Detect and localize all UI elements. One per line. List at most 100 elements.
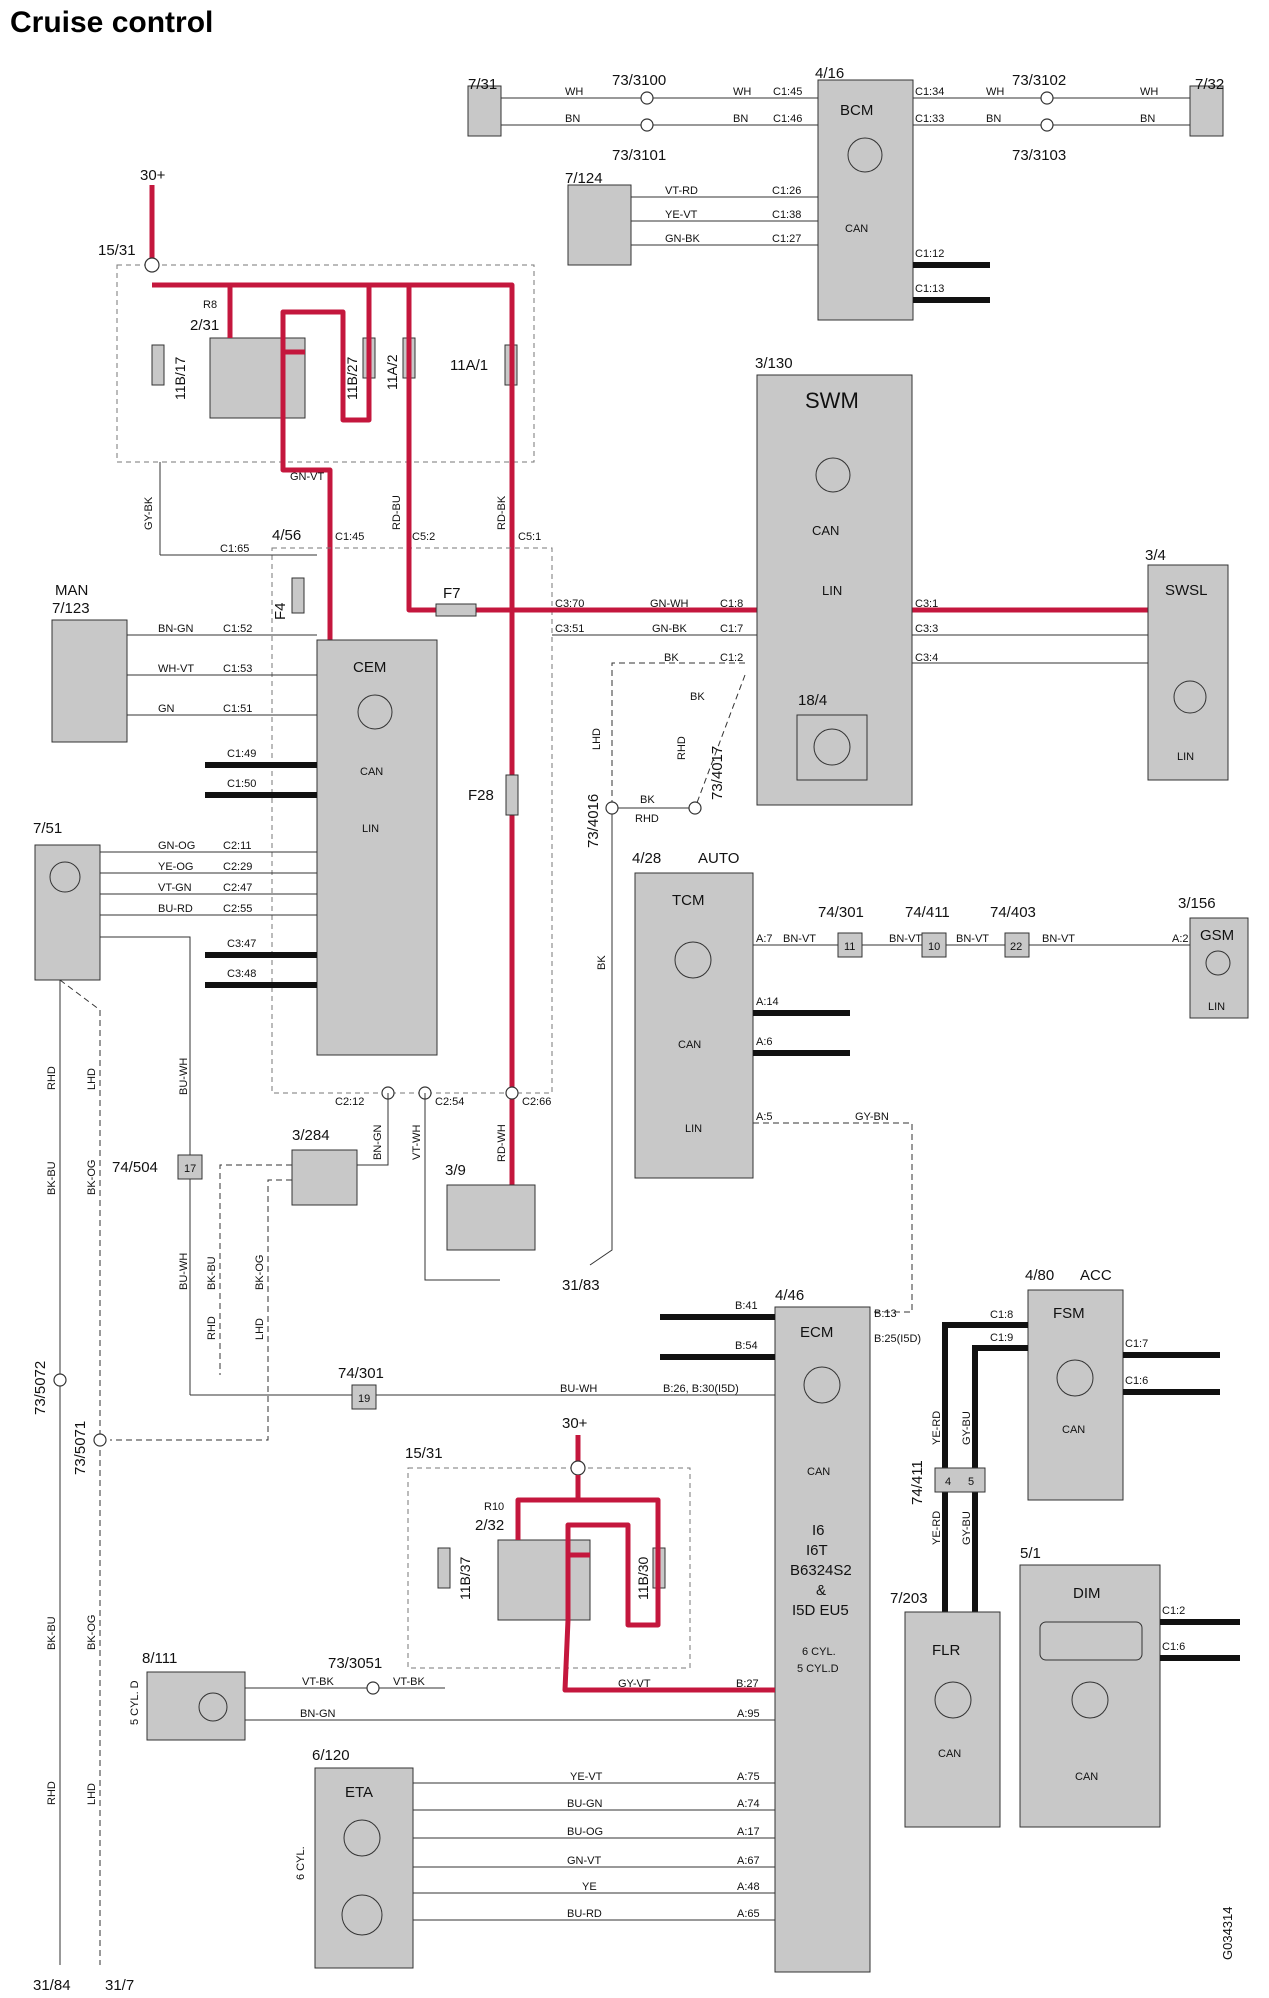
connector-411-box [934, 1467, 986, 1493]
fuse-f28 [505, 774, 519, 816]
relay-box-top [116, 264, 535, 463]
wire-label-ye-rd-1: YE-RD [931, 1411, 943, 1445]
wire-label-bk-4: BK [596, 955, 608, 970]
wire-label-rhd-5: RHD [46, 1781, 58, 1805]
splice-3103-id: 73/3103 [1012, 147, 1066, 164]
sensor-left-box [467, 85, 502, 137]
pin-c348: C3:48 [227, 968, 256, 980]
swm-id: 3/130 [755, 355, 793, 372]
connector-403-pin: 22 [1010, 941, 1022, 953]
bus-fsm-c18 [942, 1322, 1028, 1620]
red-relay-bottom-coil [565, 1497, 661, 1628]
swm-sub-id: 18/4 [798, 692, 827, 709]
wire-label-wh-1: WH [565, 86, 583, 98]
ecm-engine-3: & [816, 1582, 826, 1599]
pin-fsm-c16: C1:6 [1125, 1375, 1148, 1387]
pin-a48: A:48 [737, 1881, 760, 1893]
wire-label-gn-og: GN-OG [158, 840, 195, 852]
splice-5071-icon [93, 1433, 107, 1447]
wire-label-gy-vt: GY-VT [618, 1678, 651, 1690]
cem-box [316, 639, 438, 1056]
pin-c347: C3:47 [227, 938, 256, 950]
pin-b41: B:41 [735, 1300, 758, 1312]
pin-c266: C2:66 [522, 1096, 551, 1108]
wire-label-rd-wh: RD-WH [496, 1124, 508, 1162]
cem-dashed-box [271, 547, 553, 1094]
pedal-box [34, 844, 101, 981]
pin-c145b: C1:45 [335, 531, 364, 543]
connector-411-top-pin: 10 [928, 941, 940, 953]
wire-label-gn: GN [158, 703, 175, 715]
pedal-id: 7/51 [33, 820, 62, 837]
pin-c153: C1:53 [223, 663, 252, 675]
pin-a5: A:5 [756, 1111, 773, 1123]
dim-display-icon [1039, 1621, 1143, 1661]
connector-504-id: 74/504 [112, 1159, 158, 1176]
connector-301-top [837, 932, 863, 958]
pin-c149: C1:49 [227, 748, 256, 760]
wire-label-bn-vt-2: BN-VT [889, 933, 922, 945]
pin-c370: C3:70 [555, 598, 584, 610]
wire-label-gy-bu-1: GY-BU [961, 1411, 973, 1445]
wire-label-ye-vt: YE-VT [665, 209, 698, 221]
bus-fsm-c19 [972, 1345, 1028, 1620]
wire-label-bn-vt-1: BN-VT [783, 933, 816, 945]
bcm-bus-label: CAN [845, 223, 868, 235]
pin-b26: B:26, B:30(I5D) [663, 1383, 739, 1395]
pin-c165: C1:65 [220, 543, 249, 555]
pin-c229: C2:29 [223, 861, 252, 873]
swm-bus-can: CAN [812, 523, 839, 538]
switch-39-id: 3/9 [445, 1162, 466, 1179]
flr-transistor-icon [934, 1681, 972, 1719]
pin-dim-c16: C1:6 [1162, 1641, 1185, 1653]
pin-c138: C1:38 [772, 209, 801, 221]
ecm-engine-0: I6 [812, 1522, 825, 1539]
pin-b13: B:13 [874, 1308, 897, 1320]
pin-dim-c12: C1:2 [1162, 1605, 1185, 1617]
ecm-cyl-1: 5 CYL.D [797, 1663, 839, 1675]
dash-lhd-bk [611, 662, 745, 808]
swsl-id: 3/4 [1145, 547, 1166, 564]
ground-83-id: 31/83 [562, 1277, 600, 1294]
pin-a7: A:7 [756, 933, 773, 945]
wire-label-bu-gn: BU-GN [567, 1798, 603, 1810]
relay-bottom-id: 2/32 [475, 1517, 504, 1534]
swsl-transistor-icon [1173, 680, 1207, 714]
wire-label-wh-3: WH [986, 86, 1004, 98]
pin-c34: C3:4 [915, 652, 938, 664]
wire-label-bk-og-3: BK-OG [86, 1615, 98, 1650]
wire-label-bk-bu: BK-BU [46, 1161, 58, 1195]
pin-c150: C1:50 [227, 778, 256, 790]
splice-5071-id: 73/5071 [72, 1421, 89, 1475]
gsm-box [1189, 917, 1249, 1019]
wire-bu-wh [100, 936, 191, 1395]
pin-a14: A:14 [756, 996, 779, 1008]
wire-label-bu-wh-2: BU-WH [178, 1253, 190, 1290]
sensor-left-id: 7/31 [468, 76, 497, 93]
wire-label-gn-bk-2: GN-BK [652, 623, 688, 635]
man-label: MAN [55, 582, 88, 599]
splice-4017-id: 73/4017 [709, 746, 726, 800]
wire-label-gn-wh: GN-WH [650, 598, 689, 610]
fuse-11a2-label: 11A/2 [384, 354, 400, 390]
pin-c127: C1:27 [772, 233, 801, 245]
pin-a6: A:6 [756, 1036, 773, 1048]
pin-c33: C3:3 [915, 623, 938, 635]
ecm-engine-1: I6T [806, 1542, 828, 1559]
wire-label-gy-bn: GY-BN [855, 1111, 889, 1123]
wire-bk-ground [589, 808, 613, 1266]
relay-bottom-ref: R10 [484, 1501, 504, 1513]
vacuum-pump-variant: 5 CYL. D [129, 1680, 141, 1725]
splice-3102-id: 73/3102 [1012, 72, 1066, 89]
cem-id: 4/56 [272, 527, 301, 544]
dim-box [1019, 1564, 1161, 1828]
wire-label-gn-vt: GN-VT [290, 471, 325, 483]
wire-label-vt-bk-2: VT-BK [393, 1676, 425, 1688]
ecm-engine-2: B6324S2 [790, 1562, 852, 1579]
ecm-bus: CAN [807, 1466, 830, 1478]
fuse-11b30-label: 11B/30 [635, 1556, 651, 1600]
fuse-11b27-label: 11B/27 [344, 356, 360, 400]
fsm-name: FSM [1053, 1305, 1085, 1322]
fsm-variant: ACC [1080, 1267, 1112, 1284]
